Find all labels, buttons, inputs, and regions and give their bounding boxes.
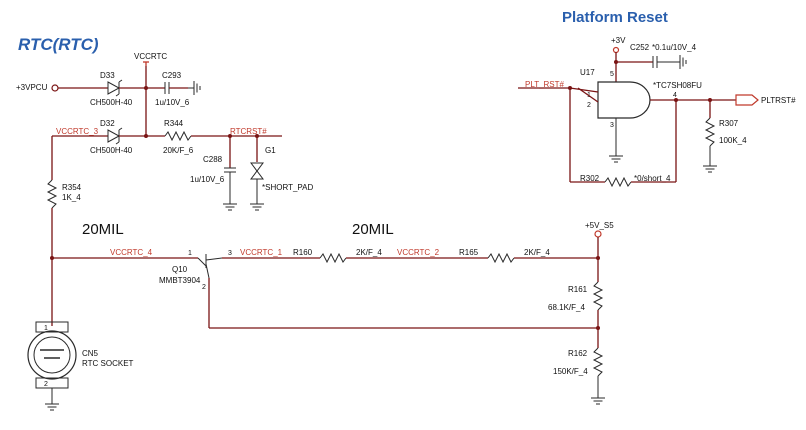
r161-ref: R161	[568, 285, 588, 294]
u17-pin3: 3	[610, 122, 614, 129]
u17-ref: U17	[580, 68, 595, 77]
p5v-s5-power-icon	[594, 230, 602, 238]
trace-width-right: 20MIL	[352, 221, 394, 238]
vccrtc-label: VCCRTC	[134, 52, 167, 61]
g1-ref: G1	[265, 146, 276, 155]
r307-value: 100K_4	[719, 136, 747, 145]
cn5-ref: CN5	[82, 349, 99, 358]
cn5-pin2: 2	[44, 381, 48, 388]
r354-ref: R354	[62, 183, 82, 192]
net-vccrtc-4: VCCRTC_4	[110, 248, 153, 257]
r160-value: 2K/F_4	[356, 248, 382, 257]
r307-ref: R307	[719, 119, 739, 128]
c288-capacitor-icon	[224, 167, 236, 173]
c252-value: *0.1u/10V_4	[652, 43, 697, 52]
r162-ref: R162	[568, 349, 588, 358]
net-vccrtc-3: VCCRTC_3	[56, 127, 99, 136]
r162-ground-icon	[590, 391, 606, 405]
r302-value: *0/short_4	[634, 174, 671, 183]
r344-resistor-icon	[164, 130, 192, 142]
u17-and-gate-icon	[597, 81, 651, 119]
u17-pin4: 4	[673, 92, 677, 99]
c288-value: 1u/10V_6	[190, 175, 225, 184]
u17-value: *TC7SH08FU	[653, 81, 702, 90]
d33-ref: D33	[100, 71, 115, 80]
g1-value: *SHORT_PAD	[262, 183, 313, 192]
cn5-pin1: 1	[44, 325, 48, 332]
r165-ref: R165	[459, 248, 479, 257]
net-vccrtc-2: VCCRTC_2	[397, 248, 440, 257]
u17-pin2: 2	[587, 102, 591, 109]
p3vpcu-port-icon	[51, 84, 59, 92]
g1-ground-icon	[249, 197, 265, 211]
r344-value: 20K/F_6	[163, 146, 194, 155]
r302-resistor-icon	[604, 176, 632, 188]
r161-resistor-icon	[592, 281, 604, 311]
c252-ref: C252	[630, 43, 650, 52]
r344-ref: R344	[164, 119, 184, 128]
q10-pin2: 2	[202, 284, 206, 291]
q10-pin3: 3	[228, 250, 232, 257]
r161-value: 68.1K/F_4	[548, 303, 585, 312]
r302-ref: R302	[580, 174, 600, 183]
c293-ref: C293	[162, 71, 182, 80]
p3vpcu-label: +3VPCU	[16, 83, 48, 92]
u17-pin5: 5	[610, 71, 614, 78]
c252-capacitor-icon	[652, 56, 658, 68]
r162-resistor-icon	[592, 347, 604, 377]
platform-reset-title: Platform Reset	[562, 9, 668, 26]
net-plt-rst: PLT_RST#	[525, 80, 565, 89]
r160-ref: R160	[293, 248, 313, 257]
pltrst-output-port-icon	[735, 94, 759, 106]
r165-resistor-icon	[487, 252, 515, 264]
r165-value: 2K/F_4	[524, 248, 550, 257]
d32-value: CH500H-40	[90, 146, 133, 155]
c293-ground-icon	[187, 80, 201, 96]
d32-ref: D32	[100, 119, 115, 128]
c288-ground-icon	[222, 197, 238, 211]
d33-value: CH500H-40	[90, 98, 133, 107]
r354-resistor-icon	[46, 179, 58, 209]
cn5-value: RTC SOCKET	[82, 359, 134, 368]
u17-ground-icon	[608, 149, 624, 163]
c293-capacitor-icon	[164, 82, 170, 94]
r354-value: 1K_4	[62, 193, 81, 202]
q10-transistor-icon	[197, 254, 223, 279]
cn5-ground-icon	[44, 397, 60, 411]
net-pltrst-out: PLTRST#	[761, 96, 796, 105]
c293-value: 1u/10V_6	[155, 98, 190, 107]
r162-value: 150K/F_4	[553, 367, 588, 376]
r307-resistor-icon	[704, 117, 716, 147]
cn5-battery-icon	[27, 321, 77, 389]
trace-width-left: 20MIL	[82, 221, 124, 238]
r160-resistor-icon	[319, 252, 347, 264]
r307-ground-icon	[702, 159, 718, 173]
c252-ground-icon	[673, 54, 687, 70]
net-vccrtc-1: VCCRTC_1	[240, 248, 283, 257]
q10-pin1: 1	[188, 250, 192, 257]
q10-ref: Q10	[172, 265, 188, 274]
p3v-label: +3V	[611, 36, 626, 45]
p5v-s5-label: +5V_S5	[585, 221, 614, 230]
c288-ref: C288	[203, 155, 223, 164]
net-rtcrst: RTCRST#	[230, 127, 267, 136]
p3v-power-icon	[612, 46, 620, 54]
rtc-section-title: RTC(RTC)	[18, 35, 99, 54]
q10-value: MMBT3904	[159, 276, 201, 285]
g1-short-pad-icon	[250, 162, 264, 180]
vccrtc-power-icon	[142, 61, 150, 67]
